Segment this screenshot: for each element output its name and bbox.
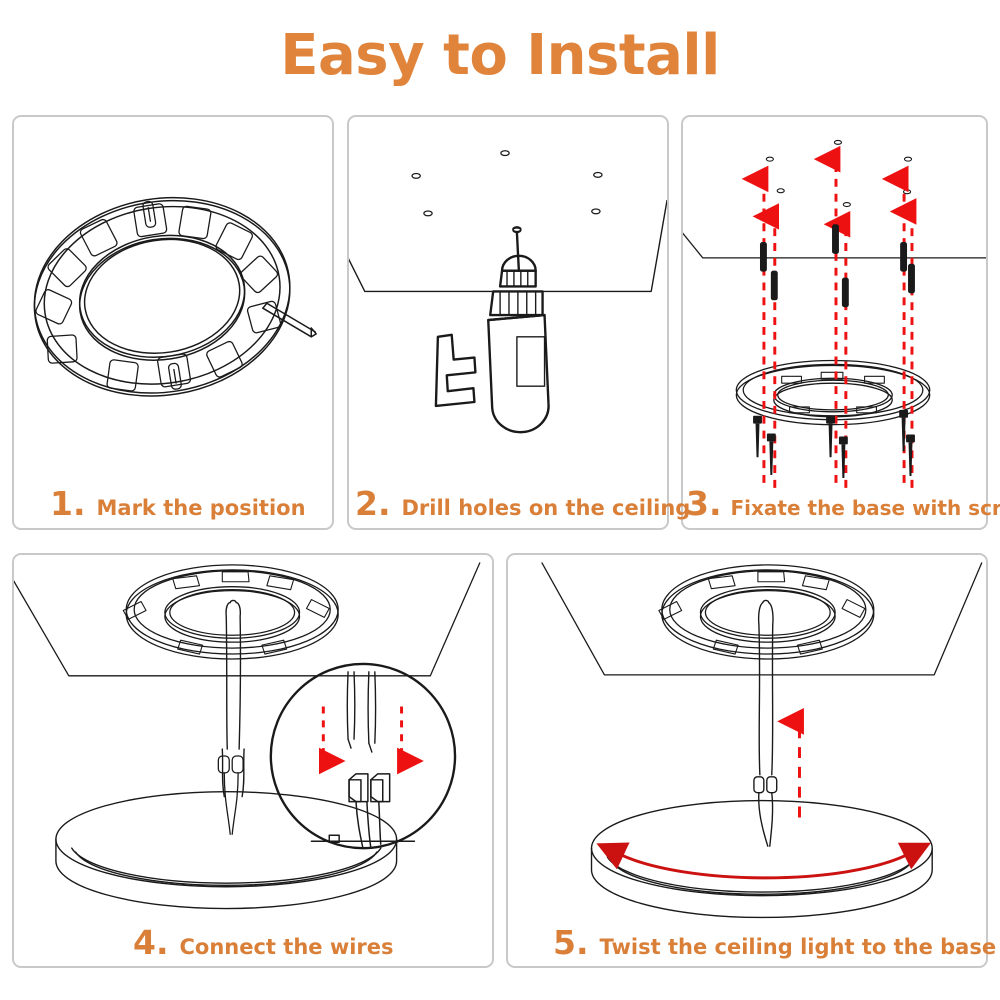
step-4-caption: 4. Connect the wires <box>133 926 394 959</box>
page-title: Easy to Install <box>280 23 720 88</box>
step-5-illustration <box>541 562 983 919</box>
step-3-panel <box>681 115 988 530</box>
step-1-panel <box>12 115 334 530</box>
step-1-number: 1. <box>50 484 86 523</box>
drilled-holes <box>765 139 913 208</box>
step-4-label: Connect the wires <box>179 935 394 959</box>
step-2-number: 2. <box>355 484 391 523</box>
mounted-ring <box>658 564 875 660</box>
step-5-label: Twist the ceiling light to the base <box>599 935 997 959</box>
ceiling-plane <box>683 232 986 259</box>
step-5-panel <box>506 553 988 968</box>
red-dashed-down-arrows <box>318 706 424 775</box>
wall-anchors <box>759 224 915 308</box>
hanging-wires <box>221 599 245 798</box>
step-1-label: Mark the position <box>96 496 306 520</box>
magnified-connectors <box>310 773 416 849</box>
red-twist-arrow <box>596 842 932 880</box>
connected-wires <box>753 599 778 847</box>
step-5-number: 5. <box>553 923 589 962</box>
light-fixture <box>55 791 398 910</box>
step-3-label: Fixate the base with screws <box>730 496 1000 520</box>
pencil-marker <box>262 302 317 338</box>
magnifier-circle <box>269 662 457 850</box>
step-4-illustration <box>14 562 481 910</box>
step-2-illustration <box>349 150 667 434</box>
step-3-illustration <box>683 139 986 488</box>
power-drill <box>434 227 550 434</box>
step-1-caption: 1. Mark the position <box>50 487 306 520</box>
step-2-label: Drill holes on the ceiling <box>401 496 691 520</box>
ceiling-plane <box>14 562 481 677</box>
step-3-number: 3. <box>686 484 722 523</box>
screws <box>753 409 915 478</box>
step-1-illustration <box>33 196 317 397</box>
step-2-caption: 2. Drill holes on the ceiling <box>355 487 690 520</box>
step-4-number: 4. <box>133 923 169 962</box>
step-4-panel <box>12 553 494 968</box>
ceiling-plane <box>349 199 667 293</box>
ceiling-plane <box>541 562 983 676</box>
step-5-caption: 5. Twist the ceiling light to the base <box>553 926 996 959</box>
light-fixture <box>590 799 933 919</box>
step-3-caption: 3. Fixate the base with screws <box>686 487 1000 520</box>
drilled-holes <box>411 150 603 233</box>
step-2-panel <box>347 115 669 530</box>
magnified-wires <box>346 671 377 753</box>
red-dashed-up-arrows <box>741 145 917 488</box>
push-in-connectors <box>217 755 244 835</box>
mounted-ring <box>122 564 339 660</box>
